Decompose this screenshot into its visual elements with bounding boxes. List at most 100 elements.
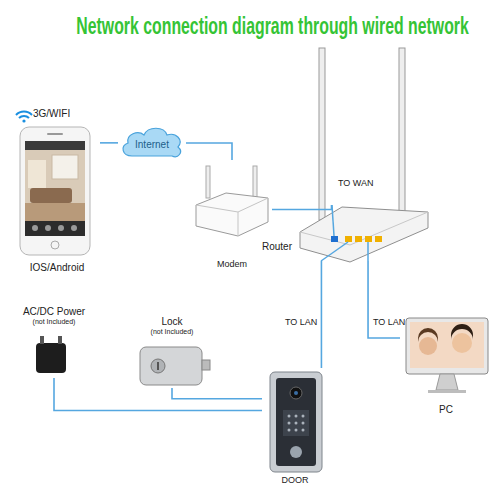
key <box>295 415 298 418</box>
lock-cylinder <box>151 359 165 373</box>
photo-face <box>452 333 472 353</box>
modem-antenna <box>206 166 210 198</box>
connector <box>172 388 262 399</box>
device-label: Modem <box>217 259 247 270</box>
monitor-frame <box>406 318 488 374</box>
photo-hair <box>451 324 473 340</box>
phone-screen <box>25 141 85 236</box>
photo-hair <box>418 328 438 342</box>
edge-label: TO WAN <box>338 178 374 188</box>
title-box: Network connection diagram through wired… <box>0 14 500 40</box>
cloud-outline <box>123 128 180 156</box>
lan-port <box>345 236 352 242</box>
device-label: AC/DC Power <box>23 306 85 318</box>
room-lamp <box>28 160 46 188</box>
connector <box>321 261 322 368</box>
network-cable <box>321 261 323 368</box>
key <box>302 429 305 432</box>
wifi-arc <box>16 112 32 115</box>
adapter-prong <box>58 336 62 344</box>
network-cable <box>272 205 332 210</box>
phone-body <box>20 127 90 255</box>
device-label: DOOR <box>282 475 309 486</box>
home-button <box>51 241 59 249</box>
network-label: 3G/WIFI <box>14 108 70 120</box>
doorbell-face <box>276 378 316 466</box>
connector <box>100 142 118 143</box>
key <box>295 422 298 425</box>
app-button <box>32 225 38 231</box>
app-controls <box>25 221 85 236</box>
key <box>288 429 291 432</box>
pc-node: PC <box>400 316 492 416</box>
lan-cable <box>321 242 348 261</box>
power-node: AC/DC Power(not Included) <box>14 306 94 378</box>
modem-edge <box>196 198 268 212</box>
router-node: Router <box>300 205 426 261</box>
lock-node: Lock(not Included) <box>132 316 212 388</box>
room-window <box>52 155 78 179</box>
key <box>302 422 305 425</box>
lan-port <box>365 236 372 242</box>
modem-edge <box>238 212 239 236</box>
lan-port <box>355 236 362 242</box>
router-antenna <box>319 48 325 220</box>
room-sofa <box>30 188 72 203</box>
connector <box>186 143 232 160</box>
wifi-dot <box>22 119 25 122</box>
key <box>295 429 298 432</box>
key <box>288 415 291 418</box>
monitor-screen <box>410 322 484 368</box>
wan-cable <box>332 205 334 236</box>
lan-port <box>375 236 382 242</box>
modem-body <box>196 193 268 236</box>
lock-body <box>140 347 202 385</box>
door-node: DOOR <box>262 368 328 486</box>
phone-node: 3G/WIFIIOS/Android <box>14 108 100 274</box>
lock-bolt <box>202 360 210 370</box>
wifi-arc <box>19 116 29 118</box>
monitor-base <box>428 390 466 393</box>
keypad <box>283 410 309 436</box>
lan-cable <box>367 242 369 261</box>
device-label: PC <box>439 404 453 416</box>
photo-face <box>419 337 437 355</box>
cloud-node: Internet <box>118 124 186 162</box>
adapter-prong <box>40 336 44 344</box>
device-label: Lock <box>161 316 182 328</box>
key <box>302 415 305 418</box>
keyhole <box>157 362 159 370</box>
app-button <box>45 225 51 231</box>
camera-lens <box>294 391 298 395</box>
device-label: Router <box>262 241 292 253</box>
monitor-stand <box>436 374 458 390</box>
modem-antenna <box>253 166 257 200</box>
router-body <box>300 207 428 262</box>
connector <box>272 205 332 210</box>
key <box>288 422 291 425</box>
edge-label: TO LAN <box>285 317 317 327</box>
network-cable <box>186 143 232 160</box>
network-cable <box>54 378 262 410</box>
router-edge <box>300 212 428 245</box>
edge-label: TO LAN <box>373 317 405 327</box>
app-button <box>58 225 64 231</box>
note-label: (not Included) <box>151 328 194 336</box>
note-label: (not Included) <box>33 318 76 326</box>
app-button <box>71 225 77 231</box>
phone-speaker <box>47 133 63 135</box>
network-cable <box>100 142 118 144</box>
connector <box>54 378 262 410</box>
room-floor <box>25 203 85 221</box>
power-adapter <box>36 343 66 373</box>
network-cable <box>172 388 262 399</box>
cloud-label: Internet <box>135 136 169 151</box>
router-antenna <box>399 48 405 216</box>
diagram-title: Network connection diagram through wired… <box>76 13 469 40</box>
call-button <box>290 446 302 458</box>
doorbell-frame <box>270 372 322 472</box>
wan-port <box>331 236 338 242</box>
